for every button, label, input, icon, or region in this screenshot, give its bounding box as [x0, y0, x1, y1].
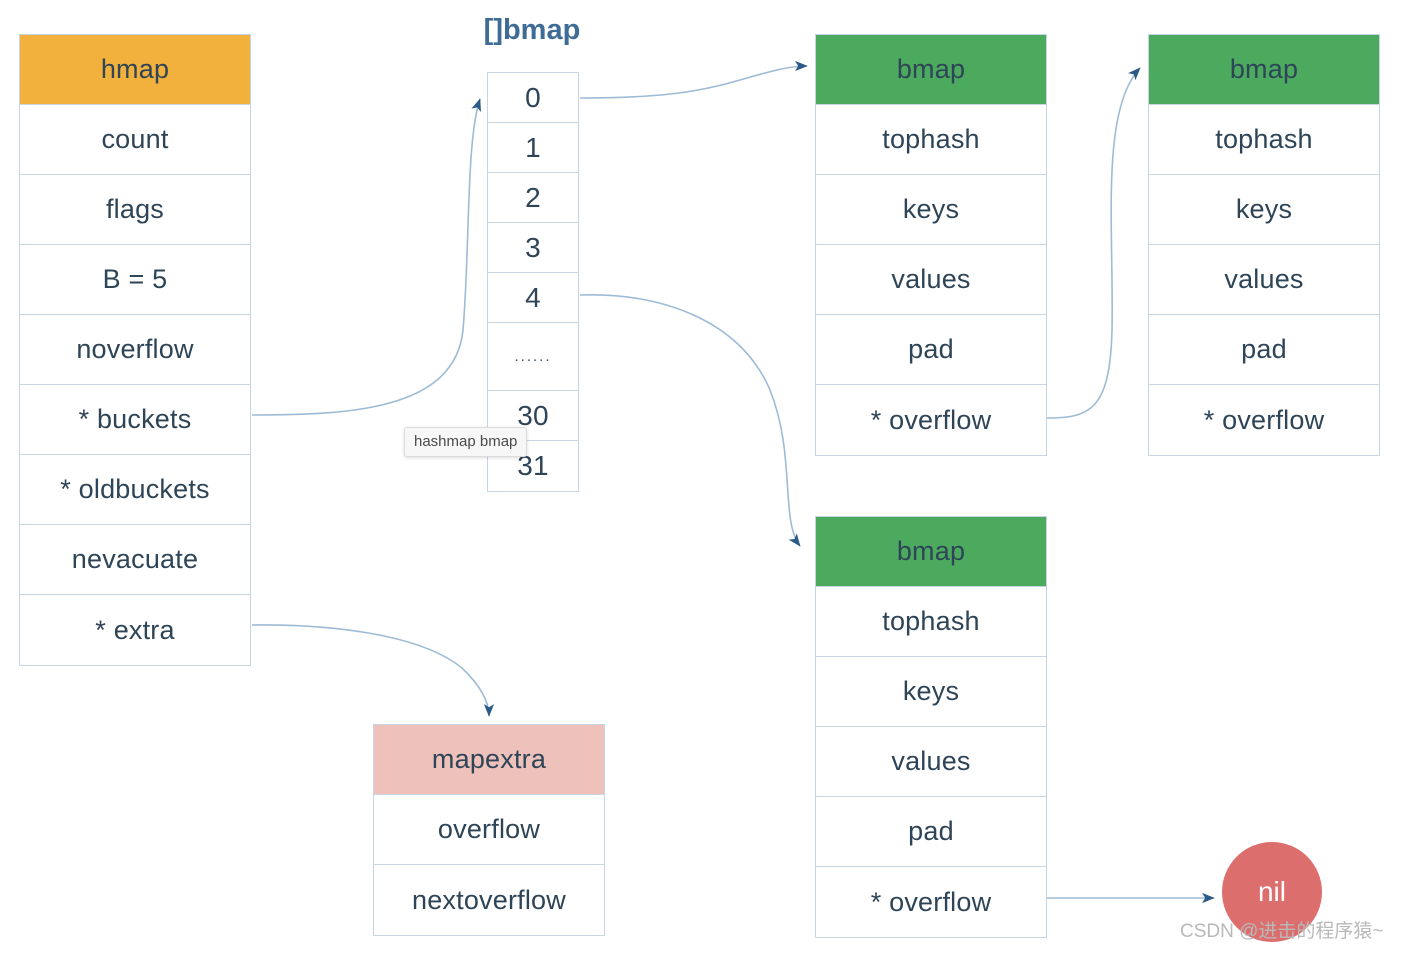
bmap-array-cell-30: 30 [488, 391, 578, 441]
bmap-3-field-tophash: tophash [816, 587, 1046, 657]
hmap-field-oldbuckets: * oldbuckets [20, 455, 250, 525]
bmap-array-cell-4: 4 [488, 273, 578, 323]
bmap-struct-1: bmap tophash keys values pad * overflow [815, 34, 1047, 456]
bmap-3-field-pad: pad [816, 797, 1046, 867]
bmap-2-field-keys: keys [1149, 175, 1379, 245]
hmap-field-extra: * extra [95, 614, 175, 645]
bmap-3-field-values: values [816, 727, 1046, 797]
hmap-field-noverflow: noverflow [20, 315, 250, 385]
bmap-array-cell-ellipsis: ...... [488, 323, 578, 391]
bmap-1-field-overflow: * overflow [870, 404, 992, 435]
bmap-array-cell-2: 2 [488, 173, 578, 223]
hmap-header: hmap [20, 35, 250, 105]
bmap-array: 0 1 2 3 4 ...... 30 31 [487, 72, 579, 492]
mapextra-header: mapextra [374, 725, 604, 795]
bmap-array-title: []bmap [483, 14, 581, 46]
bmap-struct-3: bmap tophash keys values pad * overflow [815, 516, 1047, 938]
arrow-buckets-to-array [251, 98, 481, 416]
bmap-array-cell-1: 1 [488, 123, 578, 173]
bmap-1-field-pad: pad [816, 315, 1046, 385]
bmap-2-field-tophash: tophash [1149, 105, 1379, 175]
bmap-2-header: bmap [1149, 35, 1379, 105]
bmap-1-field-keys: keys [816, 175, 1046, 245]
mapextra-field-overflow: overflow [374, 795, 604, 865]
bmap-3-field-keys: keys [816, 657, 1046, 727]
bmap-1-header: bmap [816, 35, 1046, 105]
bmap-3-header: bmap [816, 517, 1046, 587]
bmap-3-field-overflow: * overflow [870, 886, 992, 917]
bmap-struct-2: bmap tophash keys values pad * overflow [1148, 34, 1380, 456]
bmap-array-cell-3: 3 [488, 223, 578, 273]
mapextra-struct: mapextra overflow nextoverflow [373, 724, 605, 936]
hmap-field-flags: flags [20, 175, 250, 245]
hmap-field-buckets: * buckets [20, 385, 250, 455]
arrow-array0-to-bmap1 [579, 60, 808, 99]
bmap-array-cell-0: 0 [488, 73, 578, 123]
bmap-1-field-values: values [816, 245, 1046, 315]
arrow-extra-to-mapextra [251, 624, 495, 717]
arrow-array4-to-bmap3 [579, 294, 801, 547]
hmap-struct: hmap count flags B = 5 noverflow * bucke… [19, 34, 251, 666]
hmap-field-b: B = 5 [20, 245, 250, 315]
arrow-bmap1-overflow-to-bmap2 [1046, 67, 1141, 419]
bmap-2-field-overflow: * overflow [1203, 404, 1325, 435]
bmap-2-field-pad: pad [1149, 315, 1379, 385]
hashmap-bmap-tooltip: hashmap bmap [404, 427, 528, 457]
bmap-2-field-values: values [1149, 245, 1379, 315]
nil-node: nil [1222, 842, 1322, 942]
hmap-field-count: count [20, 105, 250, 175]
mapextra-field-nextoverflow: nextoverflow [412, 884, 566, 915]
hmap-field-nevacuate: nevacuate [20, 525, 250, 595]
bmap-1-field-tophash: tophash [816, 105, 1046, 175]
watermark: CSDN @进击的程序猿~ [1180, 921, 1384, 942]
